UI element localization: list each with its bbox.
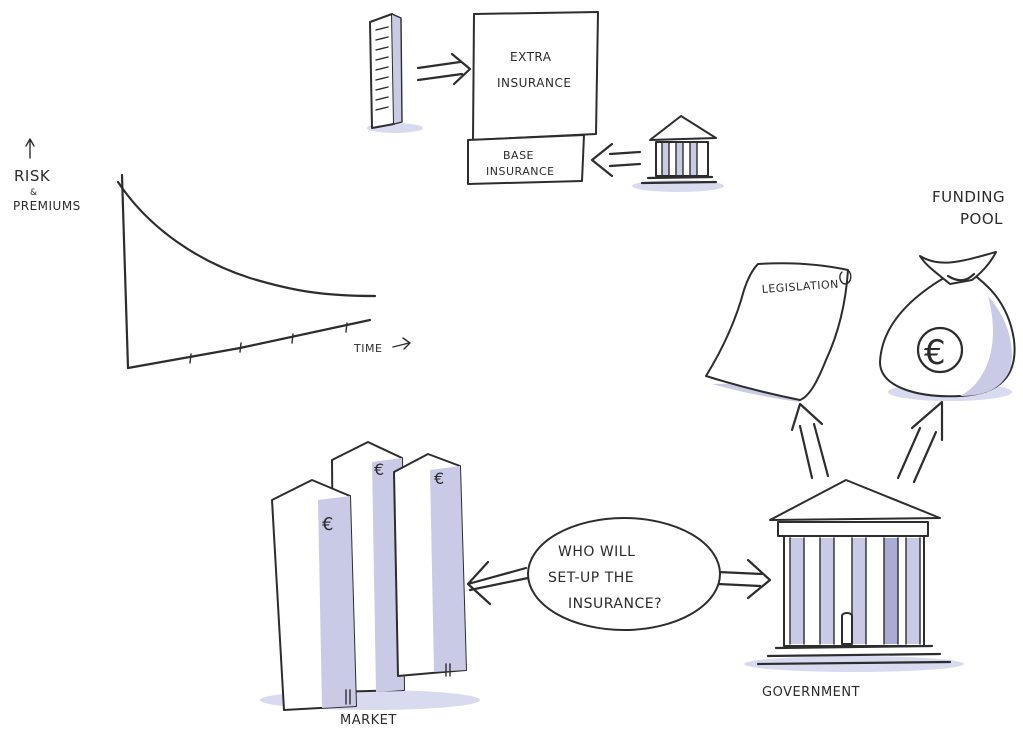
gov-roof <box>770 480 940 520</box>
legislation-scroll: LEGISLATION <box>706 263 851 402</box>
gov-up-arrows <box>792 402 942 482</box>
market-towers: € € € MARKET <box>260 442 480 728</box>
chart-ylabel-amp: & <box>30 188 38 198</box>
tower-arrow-icon <box>418 54 470 84</box>
chart-y-axis <box>122 175 128 368</box>
chart-xlabel: TIME <box>353 342 382 355</box>
market-label: MARKET <box>340 713 397 728</box>
chart-ylabel-line1: RISK <box>14 167 51 185</box>
money-bag-icon: € <box>880 252 1015 401</box>
funding-label-line1: FUNDING <box>932 188 1005 206</box>
y-axis-arrow-icon <box>26 139 34 158</box>
funding-label-line2: POOL <box>960 210 1003 228</box>
chart-curve <box>118 182 375 296</box>
speech-bubble: WHO WILL SET-UP THE INSURANCE? <box>468 518 770 630</box>
market-arrow-icon <box>468 562 528 604</box>
legislation-arrow-icon <box>792 404 828 478</box>
money-bag-currency: € <box>924 333 946 373</box>
gov-door <box>842 613 852 644</box>
x-axis-arrow-icon <box>393 338 410 349</box>
extra-insurance-line2: INSURANCE <box>497 76 571 90</box>
small-bank-icon <box>632 116 724 192</box>
government-building: GOVERNMENT <box>744 480 964 700</box>
base-insurance-line1: BASE <box>503 149 534 162</box>
speech-line1: WHO WILL <box>558 544 635 560</box>
funding-pool: FUNDING POOL € <box>880 188 1015 401</box>
government-label: GOVERNMENT <box>762 685 860 700</box>
government-arrow-icon <box>718 560 770 598</box>
extra-insurance-line1: EXTRA <box>510 50 552 64</box>
gov-entablature <box>778 522 928 536</box>
base-insurance-line2: INSURANCE <box>486 165 555 178</box>
chart-x-axis <box>128 320 370 368</box>
funding-arrow-icon <box>898 402 942 482</box>
risk-premium-chart: RISK & PREMIUMS TIME <box>13 139 410 368</box>
speech-line3: INSURANCE? <box>568 596 662 612</box>
speech-line2: SET-UP THE <box>548 570 634 586</box>
insurance-layers: EXTRA INSURANCE BASE INSURANCE <box>367 12 724 192</box>
bank-arrow-icon <box>592 144 640 176</box>
chart-ylabel-line2: PREMIUMS <box>13 199 81 213</box>
tower-icon <box>367 14 423 133</box>
market-tower-currency: € <box>374 460 385 479</box>
market-tower-currency: € <box>434 469 445 488</box>
market-tower-currency: € <box>322 514 334 535</box>
